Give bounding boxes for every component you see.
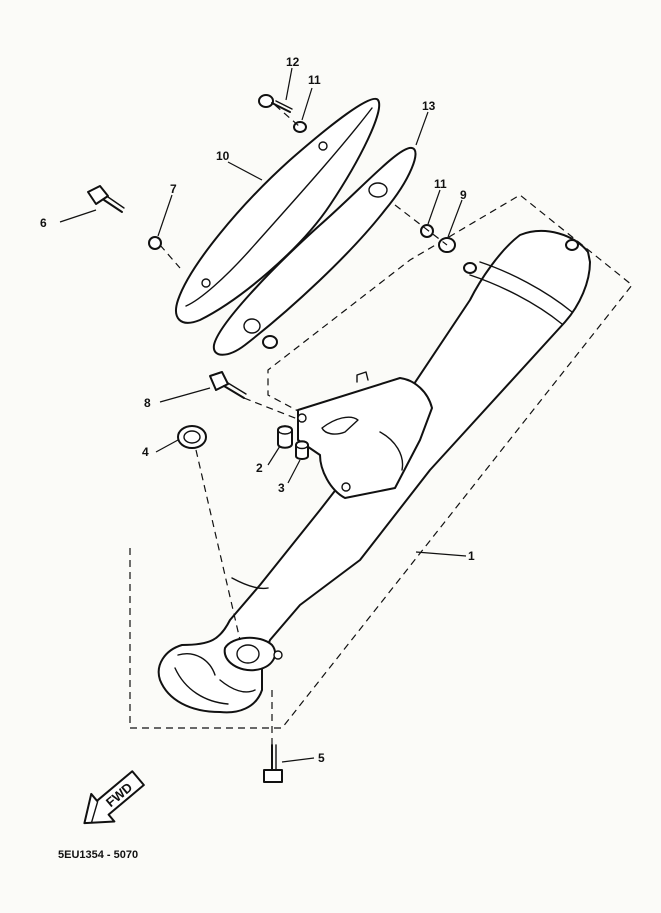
callout-13: 13 bbox=[422, 99, 436, 113]
bracket-hole-bottom bbox=[341, 482, 351, 492]
washer-7 bbox=[148, 236, 162, 250]
callout-5: 5 bbox=[318, 751, 325, 765]
callout-1: 1 bbox=[468, 549, 475, 563]
washer-11-right bbox=[420, 224, 434, 238]
bolt-12 bbox=[258, 94, 293, 113]
callout-4: 4 bbox=[142, 445, 149, 459]
muffler-mount-stud bbox=[463, 262, 477, 274]
washer-under-13 bbox=[262, 335, 278, 349]
callout-8: 8 bbox=[144, 396, 151, 410]
damper-3 bbox=[295, 440, 309, 460]
callout-7: 7 bbox=[170, 182, 177, 196]
bolt-8 bbox=[209, 371, 247, 399]
callout-9: 9 bbox=[460, 188, 467, 202]
bracket-hole-left bbox=[297, 413, 307, 423]
muffler-outlet-nub bbox=[565, 239, 579, 251]
assembly-boundary-dashed bbox=[129, 194, 633, 729]
callout-11-top: 11 bbox=[308, 73, 321, 87]
callout-3: 3 bbox=[278, 481, 285, 495]
collar-2 bbox=[277, 425, 293, 449]
heat-protector-10 bbox=[175, 97, 381, 324]
muffler-bracket bbox=[297, 371, 433, 499]
fwd-direction-arrow: FWD bbox=[83, 770, 145, 825]
heat-protector-13 bbox=[212, 146, 417, 356]
callout-6: 6 bbox=[40, 216, 47, 230]
part-code: 5EU1354 - 5070 bbox=[58, 849, 138, 861]
bolt-5 bbox=[263, 744, 283, 783]
callout-11-right: 11 bbox=[434, 177, 447, 191]
callout-12: 12 bbox=[286, 55, 300, 69]
gasket-4 bbox=[177, 425, 207, 449]
exhaust-flange bbox=[223, 636, 283, 672]
callout-10: 10 bbox=[216, 149, 230, 163]
bolt-6 bbox=[87, 185, 125, 213]
callout-2: 2 bbox=[256, 461, 263, 475]
